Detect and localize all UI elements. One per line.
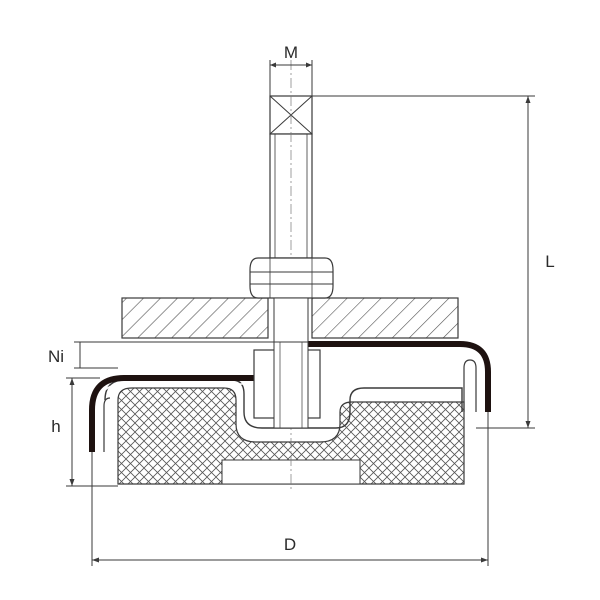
hex-nut <box>249 257 334 299</box>
label-ni: Ni <box>48 347 64 366</box>
lower-stud <box>253 297 321 429</box>
label-l: L <box>545 252 554 271</box>
threaded-stud <box>269 60 313 490</box>
mounting-plate <box>121 297 459 339</box>
dimension-l: L <box>312 95 555 429</box>
label-d: D <box>284 535 296 554</box>
dimension-m: M <box>269 43 313 96</box>
dimension-ni: Ni <box>48 341 290 369</box>
label-m: M <box>284 43 298 62</box>
label-h: h <box>51 417 60 436</box>
dimension-h: h <box>51 377 118 487</box>
dimension-d: D <box>91 412 489 566</box>
